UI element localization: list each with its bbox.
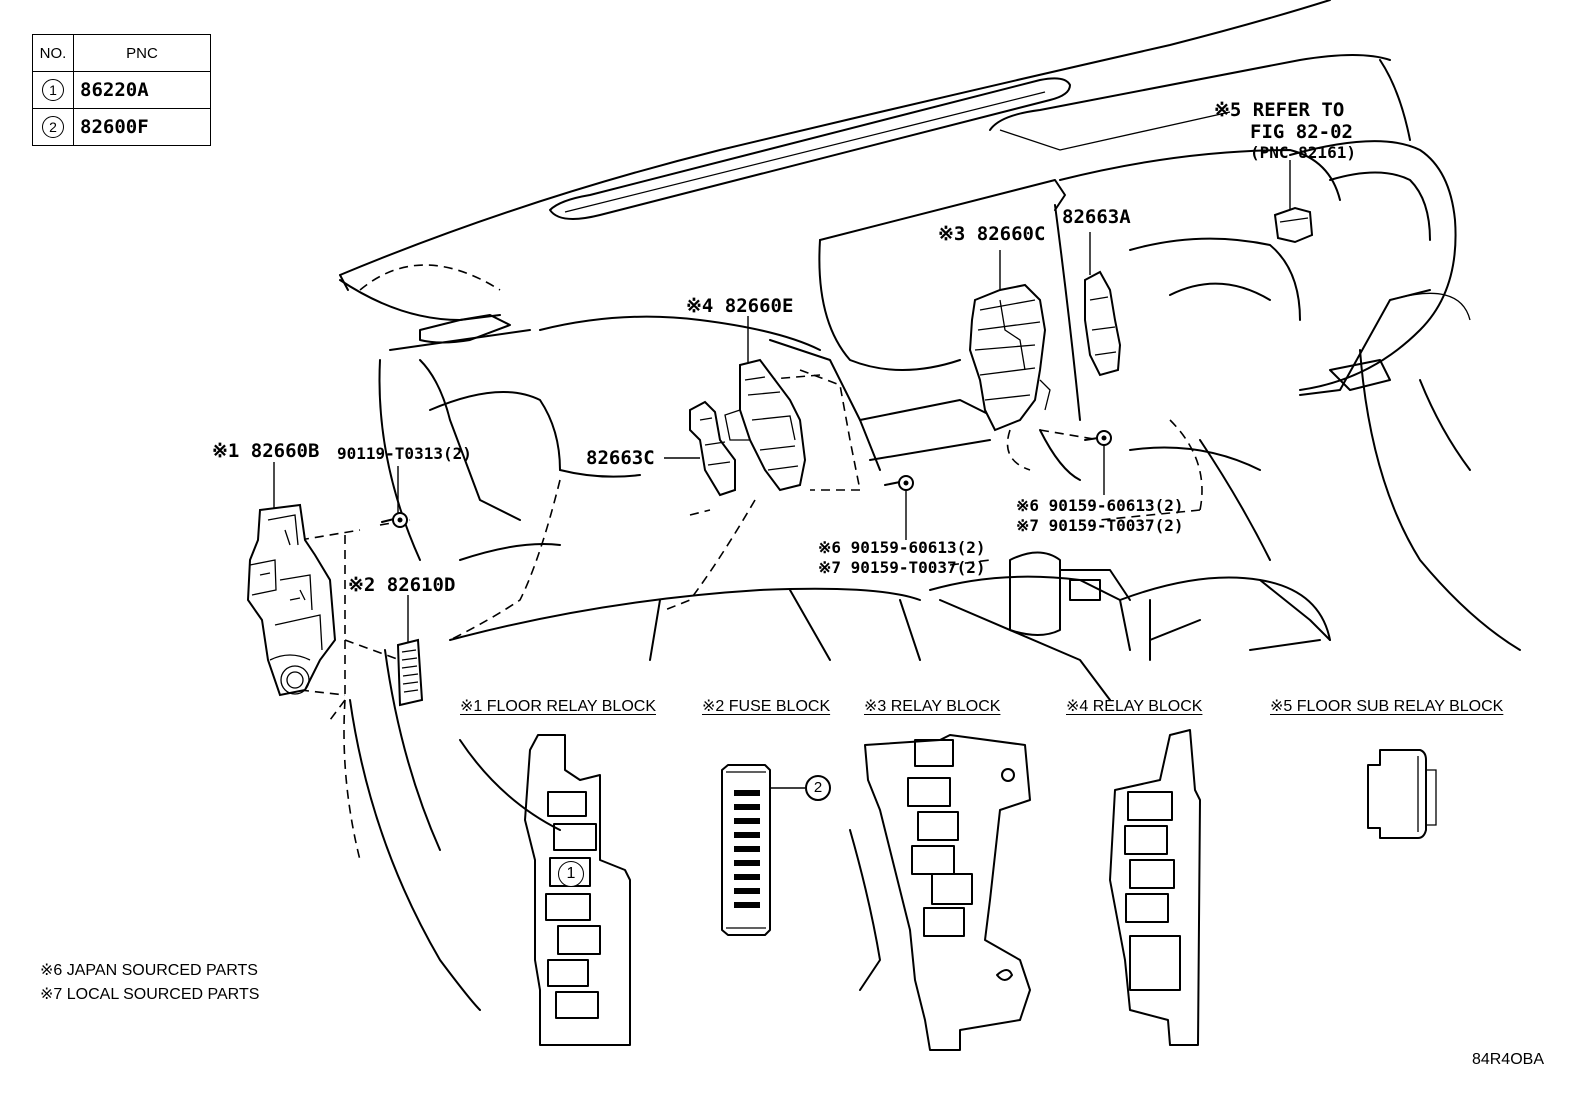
callout-82610d: ※2 82610D [348,574,456,596]
relay-block-82660c [968,283,1051,432]
section-relay-block-4: ※4 RELAY BLOCK [1066,698,1203,715]
fuse-slots [734,790,760,908]
bracket-82663c [689,400,736,497]
callout-90159-t0037-right: ※7 90159-T0037(2) [1016,516,1184,535]
marker-1: 1 [558,861,584,887]
row-number-marker: 2 [42,116,64,138]
note-local-sourced: ※7 LOCAL SOURCED PARTS [40,986,260,1003]
floor-sub-relay-block-82161 [1273,206,1314,244]
note-japan-sourced: ※6 JAPAN SOURCED PARTS [40,962,258,979]
row-number-marker: 1 [42,79,64,101]
section-fuse-block: ※2 FUSE BLOCK [702,698,831,715]
section-floor-relay-block: ※1 FLOOR RELAY BLOCK [460,698,656,715]
relay-block-4-detail [1109,729,1201,1046]
callout-82660c: ※3 82660C [938,223,1046,245]
callout-82663c: 82663C [586,447,655,469]
relay-block-3-detail [864,734,1031,1051]
callout-90159-t0037-center: ※7 90159-T0037(2) [818,558,986,577]
figure-code: 84R4OBA [1471,1051,1544,1068]
relay-block-82660e [724,358,807,492]
callout-82660e: ※4 82660E [686,295,794,317]
screw-90119-t0313 [381,512,408,528]
pnc-value: 86220A [73,71,211,109]
fuse-block-82610d [396,638,424,707]
callout-90119-t0313: 90119-T0313(2) [337,444,472,463]
section-relay-block-3: ※3 RELAY BLOCK [864,698,1001,715]
callout-82663a: 82663A [1062,206,1131,228]
section-floor-sub-relay-block: ※5 FLOOR SUB RELAY BLOCK [1270,698,1504,715]
refer-note-line2: FIG 82-02 [1250,121,1353,143]
table-row: 2 82600F [32,108,211,146]
refer-note-line3: (PNC 82161) [1250,143,1356,162]
callout-90159-60613-right: ※6 90159-60613(2) [1016,496,1184,515]
table-row: 1 86220A [32,71,211,109]
pnc-table: NO. PNC 1 86220A 2 82600F [32,34,211,146]
callout-90159-60613-center: ※6 90159-60613(2) [818,538,986,557]
leader-lines [273,160,1291,642]
callout-82660b: ※1 82660B [212,440,320,462]
pnc-table-header: NO. PNC [32,34,211,72]
floor-relay-block-82660b [246,503,337,697]
pnc-value: 82600F [73,108,211,146]
header-no: NO. [32,34,74,72]
mounting-dash-lines [299,264,1203,861]
refer-note-line1: ※5 REFER TO [1214,99,1345,121]
bracket-82663a [1084,270,1122,377]
dashboard-outline [339,0,1521,1011]
floor-sub-relay-block-detail [1367,749,1437,839]
marker-2: 2 [813,779,823,796]
fuse-block-detail [721,764,831,936]
bolt-90159-center [884,475,914,491]
floor-relay-block-detail [524,734,631,1046]
header-pnc: PNC [73,34,211,72]
